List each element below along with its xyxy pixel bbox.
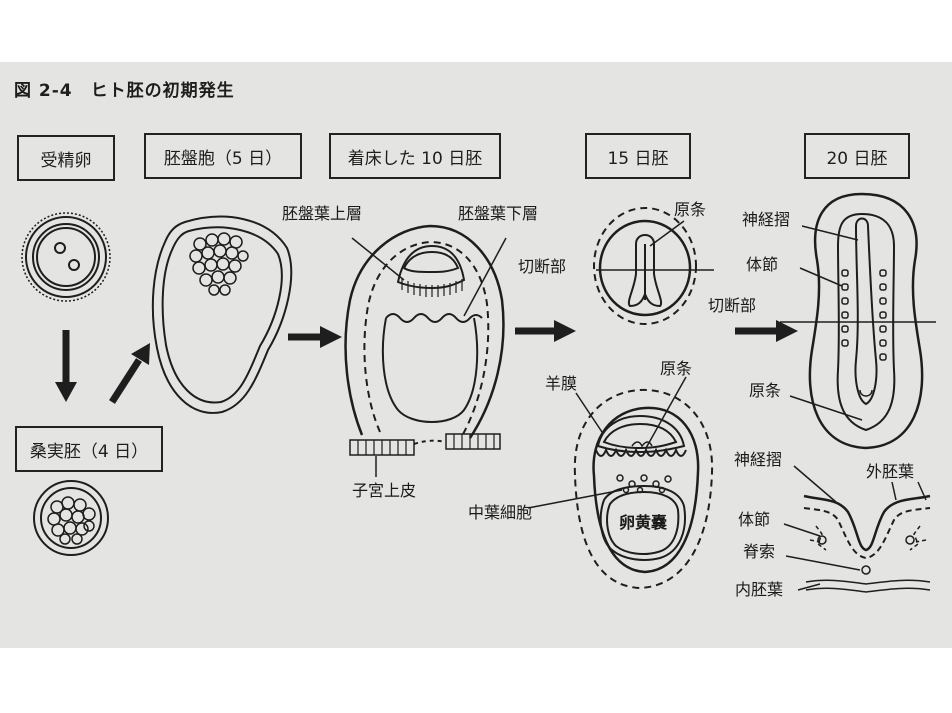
day20-top-view-drawing [780,192,936,450]
label-primitive-streak-20: 原条 [749,381,782,400]
label-yolk-sac: 卵黄嚢 [619,513,668,532]
implanted-embryo-drawing [344,224,507,477]
label-section-20: 切断部 [708,296,757,315]
blastocyst-drawing [151,215,293,414]
stage-box-morula: 桑実胚（4 日） [15,426,163,472]
arrow-implanted-to-day15 [515,320,576,342]
arrow-morula-to-blastocyst [109,343,150,404]
label-somite-top: 体節 [746,255,779,274]
stage-box-day20: 20 日胚 [804,133,910,179]
label-mesoderm-cells: 中葉細胞 [468,503,533,522]
morula-drawing [33,480,109,556]
label-primitive-streak-15: 原条 [674,200,707,219]
label-amnion: 羊膜 [545,374,578,393]
label-primitive-streak-section: 原条 [660,359,693,378]
arrow-blastocyst-to-implanted [288,326,342,348]
bottom-margin [0,648,952,713]
label-section-15: 切断部 [518,257,567,276]
label-notochord: 脊索 [743,542,776,561]
day15-top-view-drawing [593,207,714,325]
label-endoderm: 内胚葉 [735,580,784,599]
label-neural-fold-bottom: 神経摺 [734,450,783,469]
stage-box-blastocyst: 胚盤胞（5 日） [144,133,302,179]
zygote-drawing [21,212,111,302]
label-hypoblast: 胚盤葉下層 [458,204,539,223]
arrow-day15-to-day20 [735,320,798,342]
figure-title: 図 2-4 ヒト胚の初期発生 [14,81,235,101]
label-neural-fold-top: 神経摺 [742,210,791,229]
stage-box-implanted: 着床した 10 日胚 [329,133,501,179]
label-ectoderm: 外胚葉 [866,462,915,481]
day15-section-drawing [527,376,714,590]
stage-box-day15: 15 日胚 [585,133,691,179]
label-epiblast: 胚盤葉上層 [282,204,363,223]
stage-box-zygote: 受精卵 [17,135,115,181]
day20-section-drawing [783,465,931,593]
arrow-zygote-to-morula [55,330,77,402]
label-uterine-epithelium: 子宮上皮 [352,481,417,500]
label-somite-bottom: 体節 [738,510,771,529]
